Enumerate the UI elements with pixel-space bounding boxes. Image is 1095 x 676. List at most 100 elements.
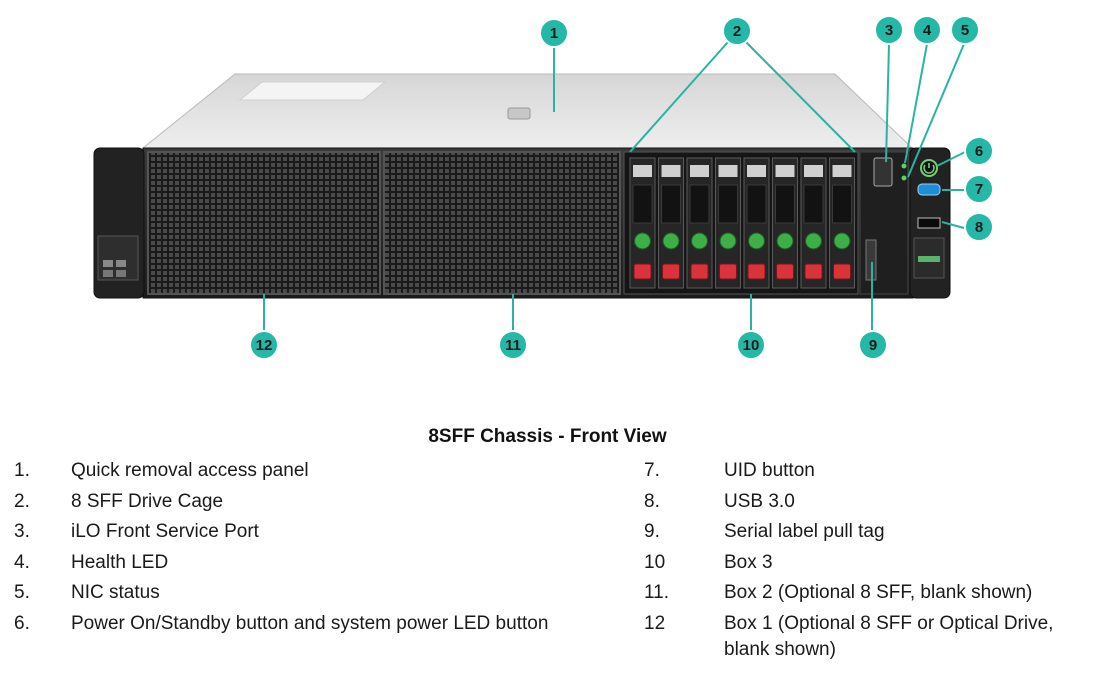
callout-2: 2 <box>722 16 752 46</box>
drive-bay[interactable] <box>629 157 656 289</box>
callout-number: 11 <box>505 337 521 354</box>
legend-item: 12 Box 1 (Optional 8 SFF or Optical Drive… <box>644 609 1094 665</box>
legend-item-number: 8. <box>644 490 660 512</box>
callout-10: 10 <box>736 330 766 360</box>
drive-status-led-icon <box>748 232 765 250</box>
callout-number: 1 <box>550 25 558 42</box>
legend-item-number: 4. <box>14 551 30 573</box>
callout-number: 7 <box>975 181 983 198</box>
drive-bay[interactable] <box>715 157 741 289</box>
callout-number: 8 <box>975 219 983 236</box>
legend-item-number: 5. <box>14 582 30 603</box>
drive-bay[interactable] <box>686 157 713 289</box>
legend-item-number: 9. <box>644 521 660 542</box>
callout-4: 4 <box>912 15 942 45</box>
legend-item-text: 8 SFF Drive Cage <box>71 490 224 512</box>
callout-3: 3 <box>874 15 904 45</box>
drive-release-button[interactable] <box>690 263 709 280</box>
legend-item: 7. UID button <box>644 456 1094 487</box>
legend-item-number: 12 <box>644 612 666 634</box>
callout-number: 9 <box>869 337 877 354</box>
health-led-icon <box>901 163 907 169</box>
legend-item-text: USB 3.0 <box>724 490 795 512</box>
legend-item-text: Power On/Standby button and system power… <box>71 612 549 634</box>
legend-item: 11. Box 2 (Optional 8 SFF, blank shown) <box>644 578 1094 609</box>
drive-release-button[interactable] <box>833 263 851 280</box>
legend-item: 1. Quick removal access panel <box>14 456 644 487</box>
legend-item-number: 11. <box>644 582 670 603</box>
callout-1: 1 <box>539 18 569 48</box>
legend-item-number: 10 <box>644 551 666 573</box>
drive-bay[interactable] <box>743 157 770 289</box>
legend-item: 10 Box 3 <box>644 548 1094 579</box>
drive-status-led-icon <box>719 232 737 250</box>
drive-status-led-icon <box>805 232 822 250</box>
callout-5: 5 <box>950 15 980 45</box>
ilo-service-port <box>873 157 893 187</box>
callout-number: 12 <box>256 337 273 354</box>
drive-bay[interactable] <box>829 157 855 289</box>
legend-left-column: 1. Quick removal access panel 2. 8 SFF Driv… <box>14 456 644 639</box>
callout-number: 2 <box>733 23 741 40</box>
drive-bay[interactable] <box>772 157 798 289</box>
nic-status-led-icon <box>901 175 907 181</box>
drive-bay[interactable] <box>658 157 684 289</box>
legend-right-column: 7. UID button 8. USB 3.0 9. Serial label pull… <box>644 456 1094 665</box>
legend-item: 5. NIC status <box>14 578 644 609</box>
legend-item-text: NIC status <box>71 582 160 603</box>
drive-status-led-icon <box>662 232 680 250</box>
drive-release-button[interactable] <box>776 263 794 280</box>
callout-12: 12 <box>249 330 279 360</box>
access-panel-latch <box>507 107 531 120</box>
legend-item-text: Health LED <box>71 551 169 573</box>
box1-blank <box>147 151 381 295</box>
callout-leader-lines <box>263 41 966 330</box>
legend-item: 8. USB 3.0 <box>644 487 1094 518</box>
callout-number: 4 <box>923 22 932 39</box>
legend-item: 2. 8 SFF Drive Cage <box>14 487 644 518</box>
callout-7: 7 <box>964 174 994 204</box>
legend-item: 3. iLO Front Service Port <box>14 517 644 548</box>
callout-9: 9 <box>858 330 888 360</box>
legend-item-number: 2. <box>14 490 30 512</box>
legend-item-text: Serial label pull tag <box>724 521 885 542</box>
legend-item-number: 1. <box>14 460 30 481</box>
legend-item-text: Box 3 <box>724 551 773 573</box>
legend-item-number: 7. <box>644 460 660 481</box>
diagram-caption: 8SFF Chassis - Front View <box>428 426 667 447</box>
legend-item: 6. Power On/Standby button and system pow… <box>14 609 644 640</box>
drive-release-button[interactable] <box>633 263 652 280</box>
uid-button-icon <box>917 183 941 196</box>
callout-number: 6 <box>975 143 983 160</box>
drive-bay[interactable] <box>800 157 827 289</box>
callout-11: 11 <box>498 330 528 360</box>
callout-number: 5 <box>961 22 969 39</box>
drive-status-led-icon <box>833 232 851 250</box>
callout-6: 6 <box>964 136 994 166</box>
callout-number: 10 <box>743 337 760 354</box>
legend-item: 9. Serial label pull tag <box>644 517 1094 548</box>
drive-release-button[interactable] <box>719 263 737 280</box>
legend-item-number: 6. <box>14 612 30 634</box>
box2-blank <box>383 151 621 295</box>
drive-status-led-icon <box>691 232 708 250</box>
drive-release-button[interactable] <box>662 263 680 280</box>
drive-status-led-icon <box>634 232 651 250</box>
usb-port-icon <box>917 217 941 229</box>
legend-item-number: 3. <box>14 521 30 542</box>
top-label-plate <box>238 81 387 101</box>
legend-item-text: UID button <box>724 460 815 481</box>
legend-item: 4. Health LED <box>14 548 644 579</box>
callout-8: 8 <box>964 212 994 242</box>
drive-release-button[interactable] <box>804 263 823 280</box>
legend-item-text: Quick removal access panel <box>71 460 309 481</box>
legend-item-text: Box 1 (Optional 8 SFF or Optical Drive, … <box>724 612 1054 660</box>
drive-status-led-icon <box>776 232 794 250</box>
legend-item-text: iLO Front Service Port <box>71 521 259 542</box>
legend-item-text: Box 2 (Optional 8 SFF, blank shown) <box>724 582 1033 603</box>
drive-release-button[interactable] <box>747 263 766 280</box>
drive-bays <box>629 157 855 289</box>
callout-number: 3 <box>885 22 893 39</box>
